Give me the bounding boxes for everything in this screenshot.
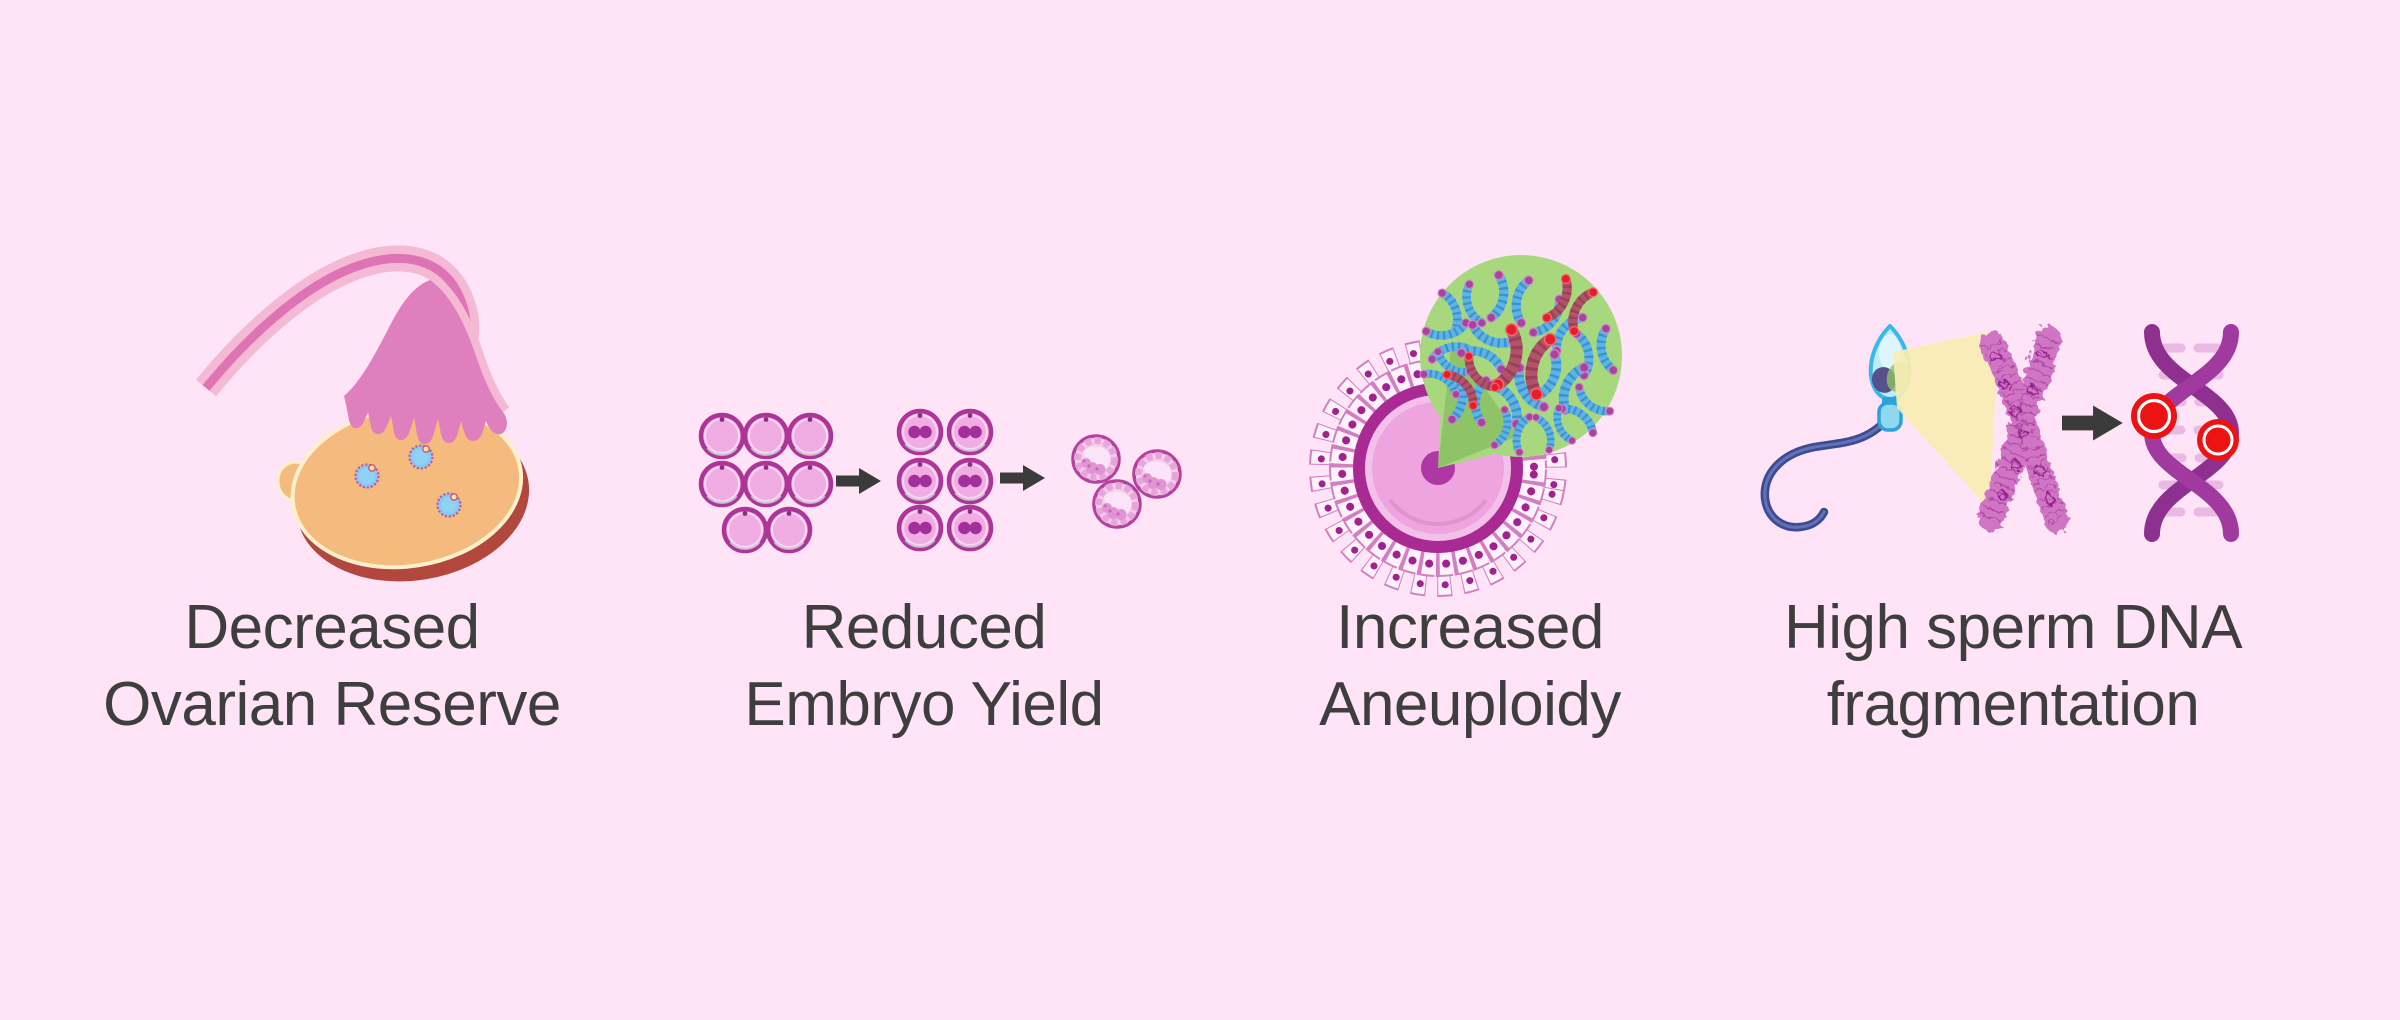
oocyte-icon <box>789 415 831 457</box>
sperm-icon <box>1760 324 1912 532</box>
oocyte-icon <box>701 415 743 457</box>
fertilized-egg-icon <box>949 411 991 453</box>
egg-to-embryo-attrition-icon <box>701 411 1180 551</box>
condensed-chromosome-icon <box>1975 323 2067 531</box>
caption-increased-aneuploidy: Increased Aneuploidy <box>1140 590 1800 744</box>
right-arrow-icon <box>2062 405 2123 441</box>
fertilized-egg-icon <box>899 507 941 549</box>
oocyte-chromosomes-magnifier-icon <box>1309 255 1622 597</box>
dna-break-marker <box>2197 419 2239 461</box>
right-arrow-icon <box>836 468 881 494</box>
sperm-midpiece <box>1877 401 1903 432</box>
oocyte-icon <box>745 415 787 457</box>
follicle-icon <box>436 492 462 518</box>
oocyte-icon <box>768 509 810 551</box>
oocyte-icon <box>745 463 787 505</box>
dna-break-marker <box>2131 393 2177 439</box>
sperm-tail-highlight <box>1763 412 1893 529</box>
caption-line-2: Embryo Yield <box>744 669 1104 739</box>
caption-line-1: Increased <box>1336 593 1604 662</box>
fertilized-egg-icon <box>949 460 991 502</box>
fimbriae <box>344 280 507 445</box>
magnifier-circle <box>1418 255 1622 468</box>
blastocyst-icon <box>1073 436 1119 482</box>
blastocyst-icon <box>1134 451 1180 497</box>
blastocyst-icon <box>1094 481 1140 527</box>
caption-line-1: Reduced <box>801 593 1047 662</box>
caption-line-1: Decreased <box>184 593 480 662</box>
ooplasm-shade <box>1388 498 1488 526</box>
right-arrow-icon <box>1000 465 1045 491</box>
follicle-icon <box>408 444 434 470</box>
ovary-with-fallopian-tube-icon <box>195 245 530 582</box>
follicle-icon <box>354 463 380 489</box>
fertilized-egg-icon <box>949 507 991 549</box>
oocyte-icon <box>724 509 766 551</box>
oocyte-icon <box>701 463 743 505</box>
caption-line-2: Aneuploidy <box>1319 669 1621 739</box>
dna-helix-icon <box>2131 324 2240 542</box>
oocyte-icon <box>789 463 831 505</box>
caption-high-sperm-dna-fragmentation: High sperm DNA fragmentation <box>1683 590 2343 744</box>
light-beam <box>1893 330 1998 510</box>
sperm-dna-fragmentation-icon <box>1760 323 2240 542</box>
caption-line-2: fragmentation <box>1826 669 2200 739</box>
fertilized-egg-icon <box>899 460 941 502</box>
caption-reduced-embryo-yield: Reduced Embryo Yield <box>594 590 1254 744</box>
fertilized-egg-icon <box>899 411 941 453</box>
caption-decreased-ovarian-reserve: Decreased Ovarian Reserve <box>2 590 662 744</box>
caption-line-2: Ovarian Reserve <box>103 669 561 739</box>
ovary-body <box>290 405 530 582</box>
caption-line-1: High sperm DNA <box>1783 593 2243 662</box>
